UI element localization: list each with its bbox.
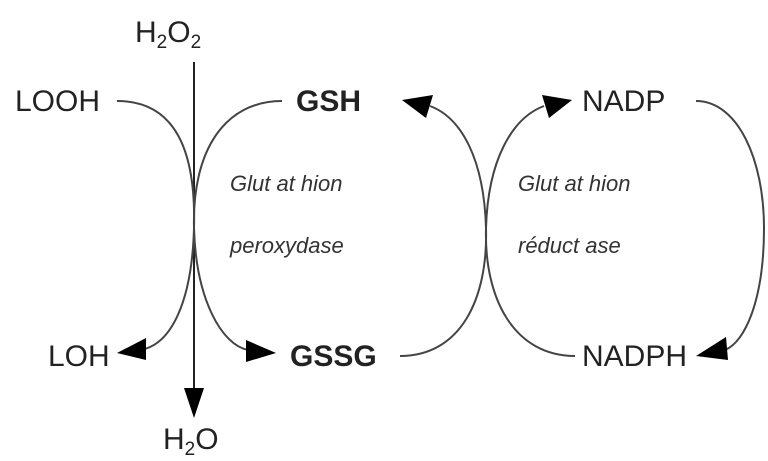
nadp-to-nadph-curve: [695, 100, 766, 351]
looh-label: LOOH: [15, 85, 100, 118]
h2o2-label: H2O2: [135, 16, 201, 53]
nadph-to-nadp-curve: [484, 105, 576, 357]
reductase-label-line1: Glut at hion: [518, 171, 631, 196]
gssg-to-gsh-curve: [399, 105, 488, 357]
looh-to-loh-curve: [116, 100, 196, 351]
h2o-label: H2O: [163, 423, 219, 460]
gsh-label: GSH: [296, 85, 361, 118]
nadp-arrowhead: [542, 95, 572, 118]
gssg-label: GSSG: [290, 340, 377, 373]
peroxidase-label-line2: peroxydase: [229, 233, 344, 258]
h2o-arrowhead: [184, 388, 204, 418]
peroxidase-label-line1: Glut at hion: [230, 171, 343, 196]
nadp-label: NADP: [582, 85, 665, 118]
gsh-arrowhead: [402, 95, 433, 118]
loh-arrowhead: [117, 338, 146, 360]
nadph-label: NADPH: [582, 340, 687, 373]
loh-label: LOH: [48, 340, 110, 373]
gsh-to-gssg-curve: [192, 100, 283, 351]
gssg-arrowhead: [246, 340, 276, 362]
reductase-label-line2: réduct ase: [518, 233, 621, 258]
nadph-arrowhead: [696, 337, 728, 360]
